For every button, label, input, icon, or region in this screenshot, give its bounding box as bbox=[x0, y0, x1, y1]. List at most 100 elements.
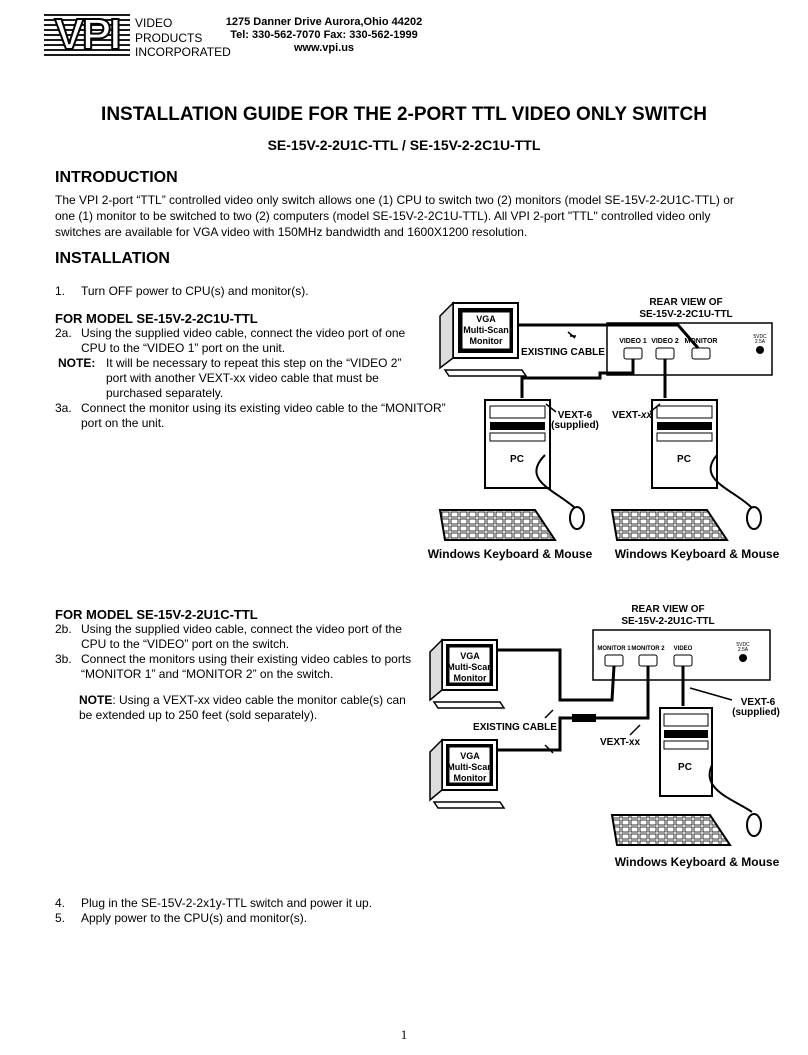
step-number: 5. bbox=[55, 911, 66, 925]
cable-coupler bbox=[572, 714, 596, 722]
port-monitor bbox=[691, 347, 711, 360]
port-video1-label: VIDEO 1 bbox=[619, 338, 647, 345]
note-label: NOTE: bbox=[58, 356, 96, 370]
keyboard-mouse-label-1: Windows Keyboard & Mouse bbox=[428, 547, 593, 561]
step-number: 1. bbox=[55, 284, 66, 298]
pc-label-2: PC bbox=[677, 454, 691, 465]
company-address: 1275 Danner Drive Aurora,Ohio 44202 Tel:… bbox=[220, 16, 428, 55]
step-number: 3b. bbox=[55, 652, 72, 666]
page-title: INSTALLATION GUIDE FOR THE 2-PORT TTL VI… bbox=[101, 104, 707, 125]
power-label-2: 2.5A bbox=[738, 647, 749, 653]
monitor1-label-2: Multi-Scan bbox=[447, 662, 493, 672]
power-jack bbox=[739, 654, 747, 662]
port-video2-label: VIDEO 2 bbox=[651, 338, 679, 345]
note-a: NOTE: It will be necessary to repeat thi… bbox=[55, 356, 455, 401]
monitor-label-3: Monitor bbox=[470, 336, 503, 346]
note-text: It will be necessary to repeat this step… bbox=[106, 356, 402, 400]
step-text: Using the supplied video cable, connect … bbox=[81, 326, 406, 355]
port-monitor1-label: MONITOR 1 bbox=[597, 646, 631, 652]
existing-cable-label: EXISTING CABLE bbox=[521, 347, 605, 358]
rear-view-line2: SE-15V-2-2C1U-TTL bbox=[639, 309, 732, 320]
web-line: www.vpi.us bbox=[293, 42, 355, 54]
supplied-label: (supplied) bbox=[551, 420, 599, 431]
monitor-icon bbox=[439, 301, 528, 377]
company-line-2: PRODUCTS bbox=[135, 30, 203, 45]
step-number: 2b. bbox=[55, 622, 72, 636]
address-line: 1275 Danner Drive Aurora,Ohio 44202 bbox=[225, 16, 423, 28]
port-video2 bbox=[655, 347, 675, 360]
port-monitor2 bbox=[638, 654, 658, 667]
vpi-logo: VPI bbox=[44, 10, 130, 59]
step-5: 5. Apply power to the CPU(s) and monitor… bbox=[55, 911, 455, 926]
step-2a: 2a. Using the supplied video cable, conn… bbox=[55, 326, 455, 356]
model-a-steps: 2a. Using the supplied video cable, conn… bbox=[55, 326, 455, 431]
port-video bbox=[673, 654, 693, 667]
vextxx-prefix: VEXT- bbox=[612, 410, 641, 421]
vext6-label: VEXT-6 bbox=[558, 410, 593, 421]
note-label: NOTE bbox=[79, 693, 113, 707]
vextxx-suffix: xx bbox=[640, 410, 653, 421]
model-b-heading: FOR MODEL SE-15V-2-2U1C-TTL bbox=[55, 607, 258, 622]
supplied-label: (supplied) bbox=[732, 707, 780, 718]
company-line-3: INCORPORATED bbox=[135, 45, 231, 59]
power-jack bbox=[756, 346, 764, 354]
monitor1-label-1: VGA bbox=[460, 651, 480, 661]
monitor-label-1: VGA bbox=[476, 314, 496, 324]
monitor-icon-1 bbox=[429, 638, 506, 709]
power-label-2: 2.5A bbox=[755, 339, 766, 345]
step-4: 4. Plug in the SE-15V-2-2x1y-TTL switch … bbox=[55, 896, 455, 911]
existing-cable-2 bbox=[497, 666, 650, 752]
step-number: 4. bbox=[55, 896, 66, 910]
keyboard-mouse-label-2: Windows Keyboard & Mouse bbox=[615, 547, 780, 561]
monitor2-label-3: Monitor bbox=[454, 773, 487, 783]
final-steps: 4. Plug in the SE-15V-2-2x1y-TTL switch … bbox=[55, 896, 455, 926]
monitor-label-2: Multi-Scan bbox=[463, 325, 509, 335]
keyboard-2 bbox=[610, 509, 729, 541]
keyboard bbox=[610, 814, 732, 846]
step-2b: 2b. Using the supplied video cable, conn… bbox=[55, 622, 435, 652]
step-text: Connect the monitors using their existin… bbox=[81, 652, 412, 681]
port-video-label: VIDEO bbox=[674, 646, 693, 652]
model-a-heading: FOR MODEL SE-15V-2-2C1U-TTL bbox=[55, 311, 258, 326]
monitor2-label-1: VGA bbox=[460, 751, 480, 761]
existing-cable-label: EXISTING CABLE bbox=[473, 722, 557, 733]
step-text: Apply power to the CPU(s) and monitor(s)… bbox=[81, 911, 308, 925]
mouse bbox=[746, 813, 762, 837]
existing-cable-line bbox=[518, 323, 700, 349]
existing-cable-1 bbox=[497, 648, 616, 702]
step-text: Plug in the SE-15V-2-2x1y-TTL switch and… bbox=[81, 896, 373, 910]
pc-label-1: PC bbox=[510, 454, 524, 465]
port-monitor1 bbox=[604, 654, 624, 667]
monitor1-label-3: Monitor bbox=[454, 673, 487, 683]
intro-text: The VPI 2-port “TTL” controlled video on… bbox=[55, 193, 734, 239]
monitor2-label-2: Multi-Scan bbox=[447, 762, 493, 772]
vext6-cable bbox=[520, 359, 635, 398]
model-b-steps: 2b. Using the supplied video cable, conn… bbox=[55, 622, 435, 723]
step-text: Connect the monitor using its existing v… bbox=[81, 401, 446, 430]
vextxx-label: VEXT-xx bbox=[600, 737, 640, 748]
step-number: 3a. bbox=[55, 401, 72, 415]
mouse-2 bbox=[746, 506, 762, 530]
monitor-icon-2 bbox=[429, 738, 506, 809]
company-line-1: VIDEO bbox=[135, 16, 173, 30]
page-number: 1 bbox=[400, 1027, 408, 1042]
installation-heading: INSTALLATION bbox=[55, 250, 170, 267]
logo-text: VPI bbox=[54, 10, 123, 59]
keyboard-mouse-label: Windows Keyboard & Mouse bbox=[615, 855, 780, 869]
port-video1 bbox=[623, 347, 643, 360]
step-text: Using the supplied video cable, connect … bbox=[81, 622, 402, 651]
power-label-1: 5VDC bbox=[736, 642, 750, 648]
pc-label: PC bbox=[678, 762, 692, 773]
note-text: : Using a VEXT-xx video cable the monito… bbox=[79, 693, 406, 722]
step-1: 1. Turn OFF power to CPU(s) and monitor(… bbox=[55, 284, 415, 299]
vext6-label: VEXT-6 bbox=[741, 697, 776, 708]
diagram-2u1c: REAR VIEW OF SE-15V-2-2U1C-TTL MONITOR 1… bbox=[429, 604, 780, 869]
step-number: 2a. bbox=[55, 326, 72, 340]
phone-line: Tel: 330-562-7070 Fax: 330-562-1999 bbox=[230, 29, 418, 41]
step-text: Turn OFF power to CPU(s) and monitor(s). bbox=[81, 284, 309, 298]
pc-tower-2 bbox=[651, 399, 718, 489]
rear-view-line1: REAR VIEW OF bbox=[631, 604, 704, 615]
mouse-1 bbox=[569, 506, 585, 530]
pc-tower bbox=[659, 707, 713, 797]
port-monitor2-label: MONITOR 2 bbox=[631, 646, 665, 652]
